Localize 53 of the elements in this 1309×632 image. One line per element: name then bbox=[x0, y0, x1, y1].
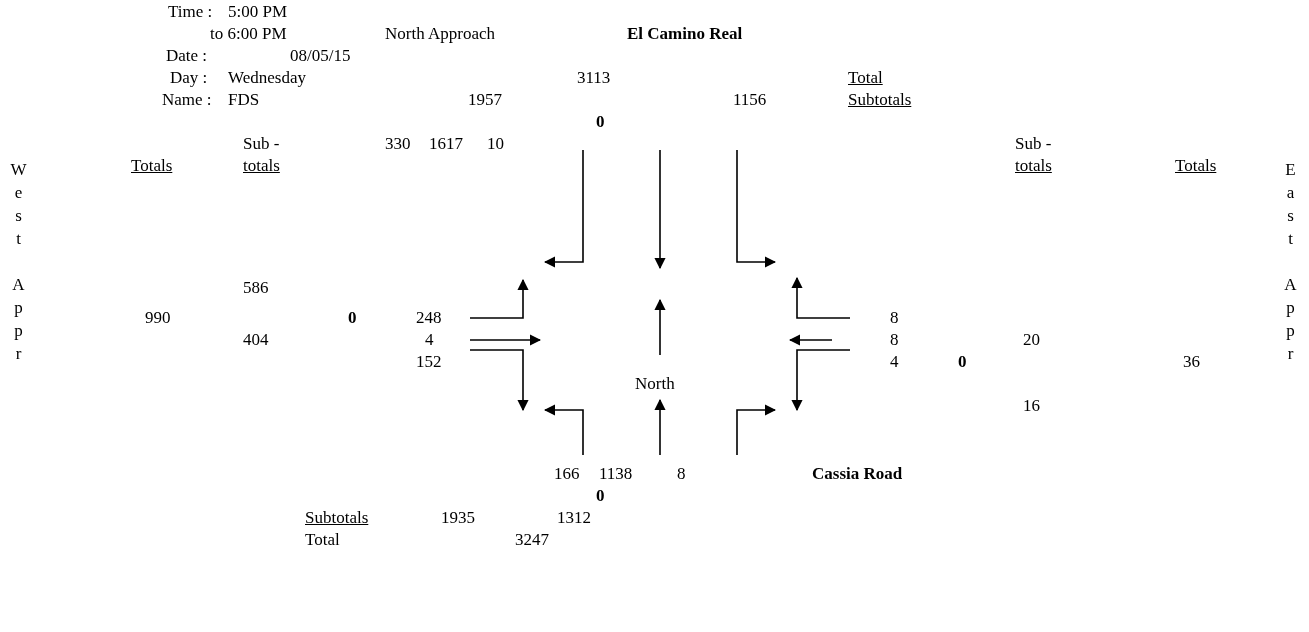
text-label: Total bbox=[305, 530, 340, 550]
count-value: 404 bbox=[243, 330, 269, 350]
count-value: 36 bbox=[1183, 352, 1200, 372]
count-value: 3247 bbox=[515, 530, 549, 550]
text-label: Date : bbox=[166, 46, 208, 66]
text-label: Time : bbox=[168, 2, 213, 22]
text-label: North bbox=[635, 374, 675, 394]
count-value: 10 bbox=[487, 134, 504, 154]
text-label: North Approach bbox=[385, 24, 495, 44]
count-value: 8 bbox=[677, 464, 686, 484]
count-value: 3113 bbox=[577, 68, 611, 88]
count-value: 20 bbox=[1023, 330, 1040, 350]
column-heading: Subtotals bbox=[305, 508, 370, 528]
count-value: 152 bbox=[416, 352, 442, 372]
column-heading: totals bbox=[1015, 156, 1053, 176]
count-value: 1957 bbox=[468, 90, 502, 110]
count-value: 990 bbox=[145, 308, 171, 328]
column-heading: Total bbox=[848, 68, 884, 88]
count-value: 330 bbox=[385, 134, 411, 154]
count-value: 1138 bbox=[599, 464, 633, 484]
text-label: Sub - bbox=[243, 134, 280, 154]
road-name: Cassia Road bbox=[812, 464, 903, 484]
count-value: 4 bbox=[425, 330, 434, 350]
text-label: Sub - bbox=[1015, 134, 1052, 154]
count-value: 1312 bbox=[557, 508, 591, 528]
count-value: 248 bbox=[416, 308, 442, 328]
text-label: Wednesday bbox=[228, 68, 306, 88]
road-name: 0 bbox=[348, 308, 357, 328]
road-name: El Camino Real bbox=[627, 24, 743, 44]
road-name: 0 bbox=[596, 112, 605, 132]
road-name: 0 bbox=[958, 352, 967, 372]
text-label: Day : bbox=[170, 68, 208, 88]
count-value: 1156 bbox=[733, 90, 767, 110]
column-heading: totals bbox=[243, 156, 281, 176]
text-label: FDS bbox=[228, 90, 260, 110]
column-heading: Totals bbox=[131, 156, 174, 176]
count-value: 166 bbox=[554, 464, 580, 484]
road-name: 0 bbox=[596, 486, 605, 506]
text-label: 5:00 PM bbox=[228, 2, 288, 22]
column-heading: Totals bbox=[1175, 156, 1218, 176]
count-value: 16 bbox=[1023, 396, 1040, 416]
column-heading: Subtotals bbox=[848, 90, 913, 110]
text-label: 08/05/15 bbox=[290, 46, 351, 66]
count-value: 1617 bbox=[429, 134, 463, 154]
count-value: 8 bbox=[890, 330, 899, 350]
approach-label: West Appr bbox=[8, 160, 28, 367]
count-value: 586 bbox=[243, 278, 269, 298]
count-value: 4 bbox=[890, 352, 899, 372]
text-label: Name : bbox=[162, 90, 212, 110]
text-label: to 6:00 PM bbox=[210, 24, 287, 44]
count-value: 1935 bbox=[441, 508, 475, 528]
count-value: 8 bbox=[890, 308, 899, 328]
approach-label: East Appr bbox=[1280, 160, 1300, 367]
